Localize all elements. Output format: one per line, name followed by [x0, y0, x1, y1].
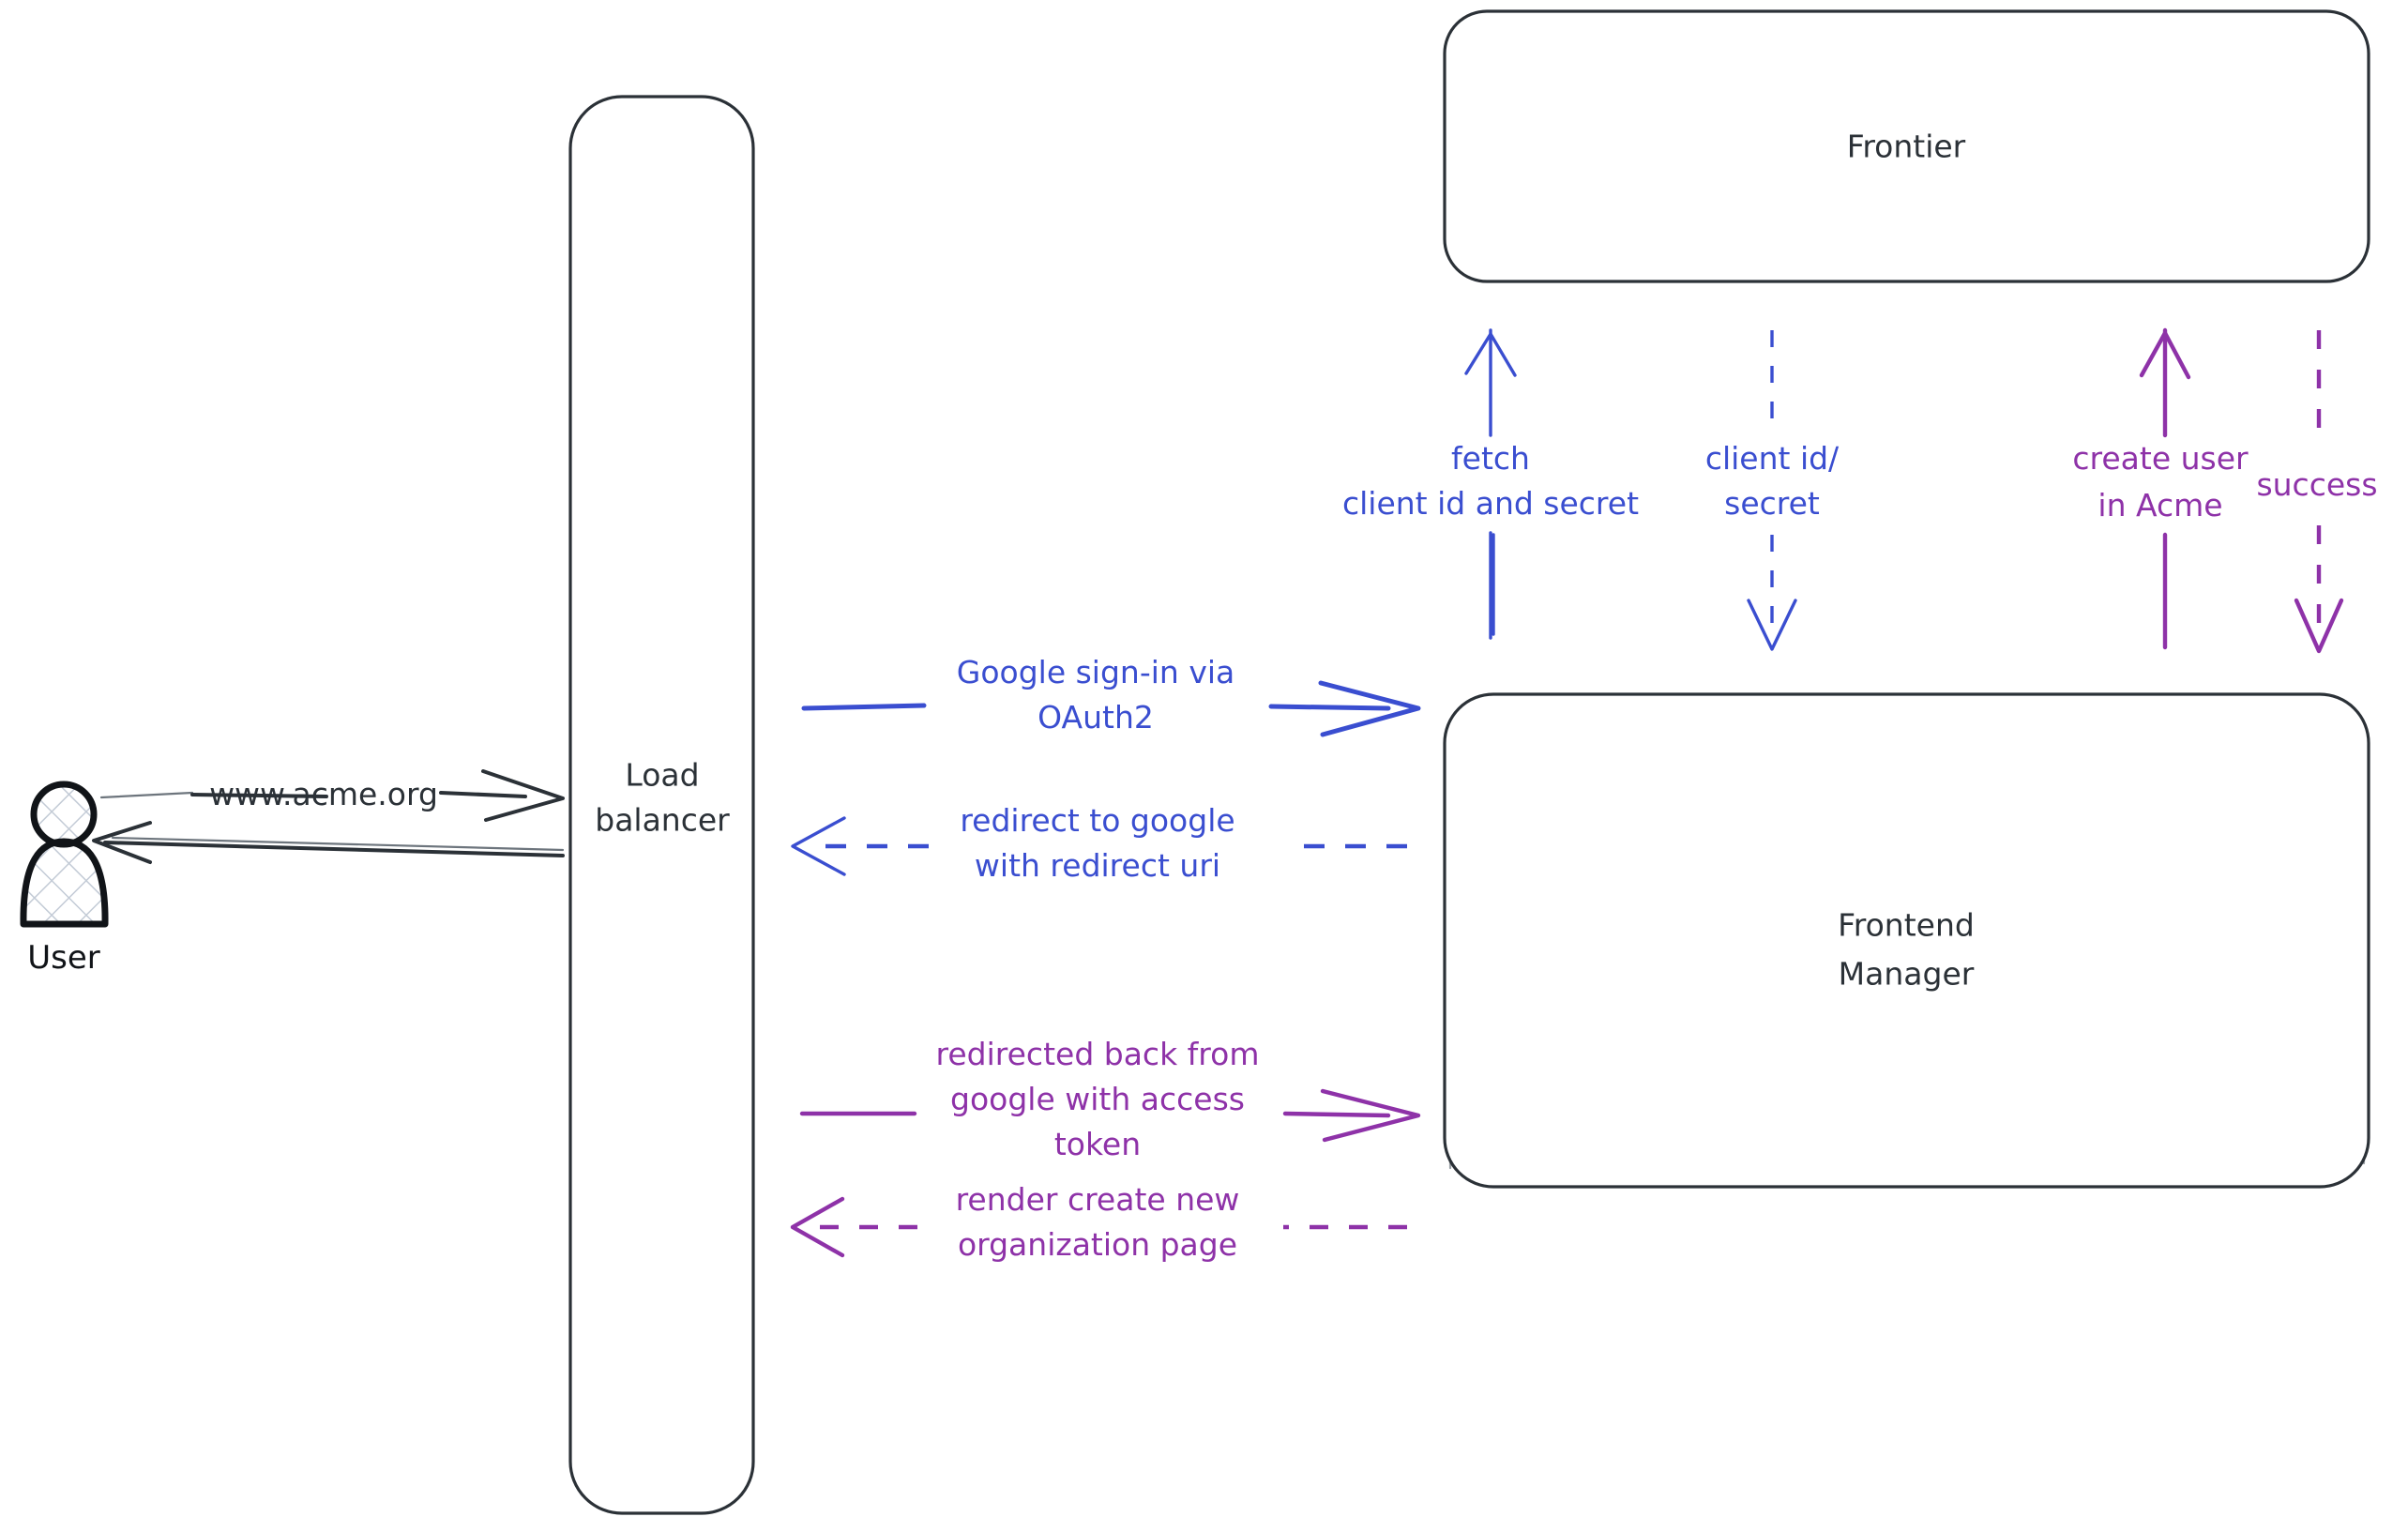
edge-frontier-to-fm-creds-label-line2: secret: [1724, 485, 1820, 522]
edge-fm-to-lb-redirect-label-line2: with redirect uri: [975, 847, 1220, 884]
node-frontend-manager[interactable]: Frontend Manager: [1443, 692, 2370, 1189]
edge-fm-to-lb-render: render create new organization page: [790, 1181, 1407, 1263]
edge-frontier-to-fm-creds: client id/ secret: [1705, 330, 1840, 651]
edge-fm-to-lb-render-label-line1: render create new: [956, 1181, 1240, 1218]
edge-lb-to-fm-token-label-line2: google with access: [950, 1081, 1245, 1117]
edge-fm-to-frontier-fetch: fetch client id and secret: [1342, 328, 1639, 640]
edge-frontier-to-fm-creds-label-line1: client id/: [1705, 440, 1840, 477]
edge-lb-to-fm-signin: Google sign-in via OAuth2: [801, 654, 1421, 737]
edge-frontier-to-fm-success: success: [2256, 330, 2378, 654]
edge-fm-to-frontier-create-user-label-line2: in Acme: [2098, 487, 2222, 523]
edge-user-to-lb: www.acme.org: [99, 769, 565, 822]
edge-user-to-lb-label: www.acme.org: [209, 776, 438, 812]
edge-fm-to-lb-redirect-label-line1: redirect to google: [960, 802, 1234, 839]
edge-fm-to-lb-redirect: redirect to google with redirect uri: [791, 802, 1407, 884]
edge-lb-to-fm-token-label-line1: redirected back from: [936, 1036, 1260, 1072]
edge-fm-to-lb-render-label-line2: organization page: [958, 1226, 1237, 1263]
edge-fm-to-frontier-create-user-label-line1: create user: [2072, 440, 2249, 477]
node-frontend-manager-label-line2: Manager: [1839, 956, 1975, 993]
node-frontend-manager-label-line1: Frontend: [1838, 907, 1975, 944]
edge-lb-to-fm-token-label-line3: token: [1054, 1126, 1141, 1162]
edge-frontier-to-fm-success-label: success: [2256, 466, 2377, 503]
actor-user-label: User: [27, 939, 100, 977]
edge-lb-to-fm-signin-label-line2: OAuth2: [1037, 699, 1154, 736]
edge-lb-to-user: [92, 821, 565, 864]
node-frontier[interactable]: Frontier: [1443, 9, 2370, 283]
node-load-balancer-label-line2: balancer: [595, 802, 730, 839]
edge-lb-to-fm-signin-label-line1: Google sign-in via: [957, 654, 1234, 690]
edge-fm-to-frontier-fetch-label-line1: fetch: [1451, 440, 1530, 477]
node-load-balancer-label-line1: Load: [625, 757, 699, 794]
node-frontier-label: Frontier: [1847, 129, 1966, 165]
edge-fm-to-frontier-create-user: create user in Acme: [2072, 327, 2249, 650]
actor-body-icon: [20, 838, 109, 928]
edge-lb-to-fm-token: redirected back from google with access …: [799, 1036, 1421, 1162]
node-load-balancer[interactable]: Load balancer: [568, 95, 755, 1515]
edge-fm-to-frontier-fetch-label-line2: client id and secret: [1342, 485, 1639, 522]
actor-user: User: [20, 781, 109, 977]
